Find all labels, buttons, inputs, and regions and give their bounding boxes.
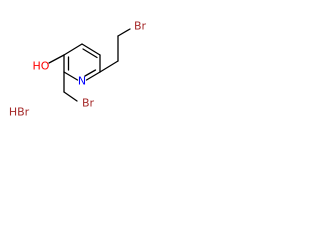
bromine-label-upper: Br bbox=[134, 20, 147, 33]
hydroxyl-label: HO bbox=[33, 60, 50, 73]
upper-bromomethyl bbox=[117, 28, 131, 62]
nitrogen-label: N bbox=[78, 75, 86, 88]
bond-c2-oh bbox=[48, 54, 65, 64]
ring-bond-c2-c3 bbox=[63, 43, 83, 56]
bromine-label-lower: Br bbox=[82, 97, 95, 110]
ring-bond-c5-n bbox=[85, 71, 101, 81]
bond-ch2-br-lower bbox=[63, 91, 78, 102]
substituent-bonds bbox=[48, 54, 119, 102]
chemical-structure: N HO Br Br HBr bbox=[9, 20, 147, 119]
hydrobromide-label: HBr bbox=[9, 106, 30, 119]
bond-c5-ch2 bbox=[99, 60, 119, 73]
ring-double-bond-c5-n bbox=[84, 69, 97, 77]
ring-bond-n-c6 bbox=[63, 71, 79, 81]
ring-bond-c3-c4 bbox=[81, 43, 101, 56]
pyridine-ring bbox=[63, 43, 101, 81]
ring-double-bond-c3-c4 bbox=[82, 48, 98, 59]
bond-ch2-br-upper bbox=[117, 28, 131, 37]
